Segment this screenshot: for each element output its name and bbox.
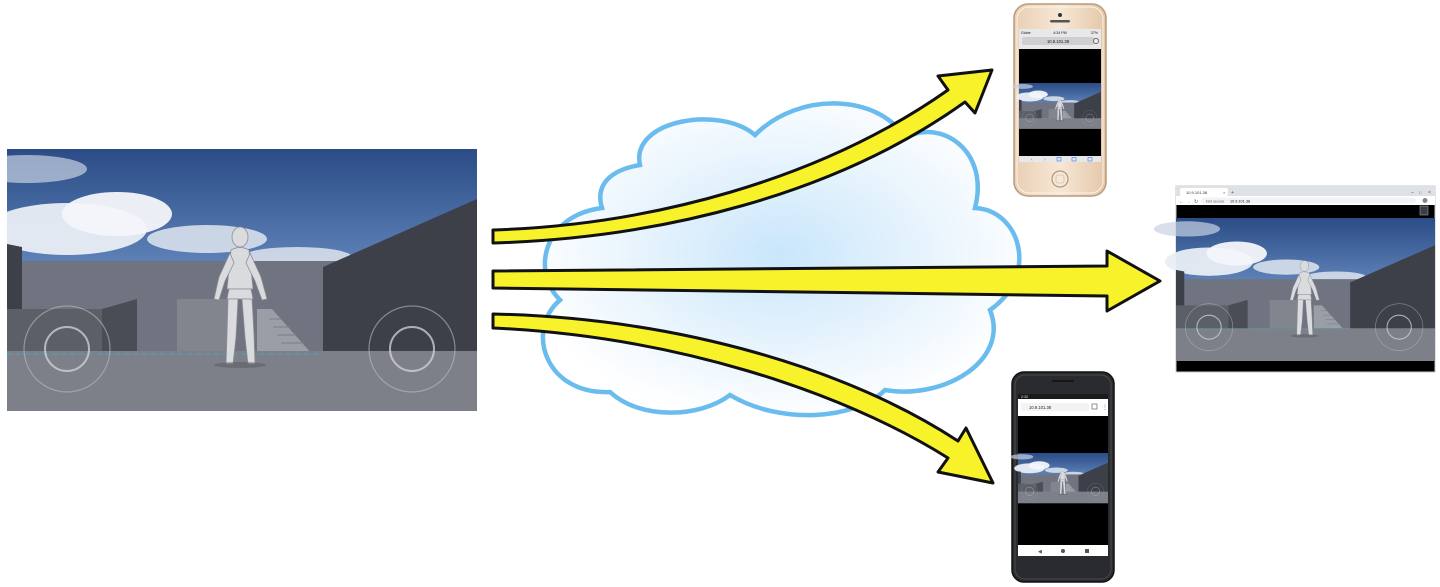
browser-reload-icon[interactable]: ↻	[1194, 199, 1198, 205]
android-status-time: 2:30	[1021, 395, 1028, 399]
android-device: 2:30 10.9.101.38 ⋮ ◀	[1010, 371, 1115, 583]
browser-tab[interactable]	[1180, 188, 1228, 196]
android-address-text: 10.9.101.38	[1029, 405, 1052, 410]
tabs-icon[interactable]	[1087, 157, 1093, 162]
arrow-to-android	[491, 312, 995, 485]
new-tab-icon[interactable]: +	[1231, 190, 1234, 196]
profile-icon[interactable]	[1422, 198, 1428, 203]
arrow-to-desktop	[491, 249, 1162, 313]
android-menu-icon[interactable]: ⋮	[1102, 405, 1108, 411]
desktop-browser-window: 10.9.101.38 × + – □ × ← → ↻ Not secure 1…	[1153, 185, 1436, 373]
iphone-device: Globe 4:34 PM 37% 10.9.101.38 ‹ ›	[1011, 3, 1107, 197]
forward-icon[interactable]: ›	[1044, 157, 1046, 163]
iphone-status-carrier: Globe	[1021, 31, 1031, 35]
back-icon[interactable]: ‹	[1031, 157, 1033, 163]
browser-back-icon[interactable]: ←	[1179, 199, 1184, 205]
close-window-icon[interactable]: ×	[1428, 190, 1431, 196]
fullscreen-icon[interactable]	[1419, 205, 1429, 216]
android-home-icon[interactable]	[1061, 549, 1065, 553]
iphone-address-bar[interactable]	[1022, 37, 1094, 45]
browser-tab-title: 10.9.101.38	[1186, 190, 1208, 195]
android-address-bar[interactable]	[1021, 403, 1089, 411]
close-tab-icon[interactable]: ×	[1223, 190, 1226, 195]
reload-icon[interactable]	[1093, 38, 1099, 44]
arrow-to-iphone	[491, 68, 994, 245]
share-icon[interactable]	[1056, 157, 1062, 162]
url-not-secure-label: Not secure	[1206, 199, 1224, 203]
android-recents-icon[interactable]	[1085, 549, 1089, 553]
browser-forward-icon[interactable]: →	[1186, 199, 1191, 205]
iphone-address-text: 10.9.101.38	[1047, 39, 1070, 44]
android-tabs-icon[interactable]	[1091, 403, 1098, 410]
source-game-viewport	[7, 149, 477, 411]
browser-url-text: 10.9.101.38	[1230, 199, 1250, 203]
minimize-icon[interactable]: –	[1411, 190, 1414, 196]
bookmarks-icon[interactable]	[1071, 157, 1077, 162]
browser-url-bar[interactable]	[1201, 197, 1416, 204]
maximize-icon[interactable]: □	[1419, 190, 1422, 195]
iphone-status-time: 4:34 PM	[1053, 31, 1066, 35]
android-back-icon[interactable]: ◀	[1038, 549, 1042, 555]
home-button[interactable]	[1051, 170, 1069, 188]
iphone-status-battery: 37%	[1091, 31, 1099, 35]
